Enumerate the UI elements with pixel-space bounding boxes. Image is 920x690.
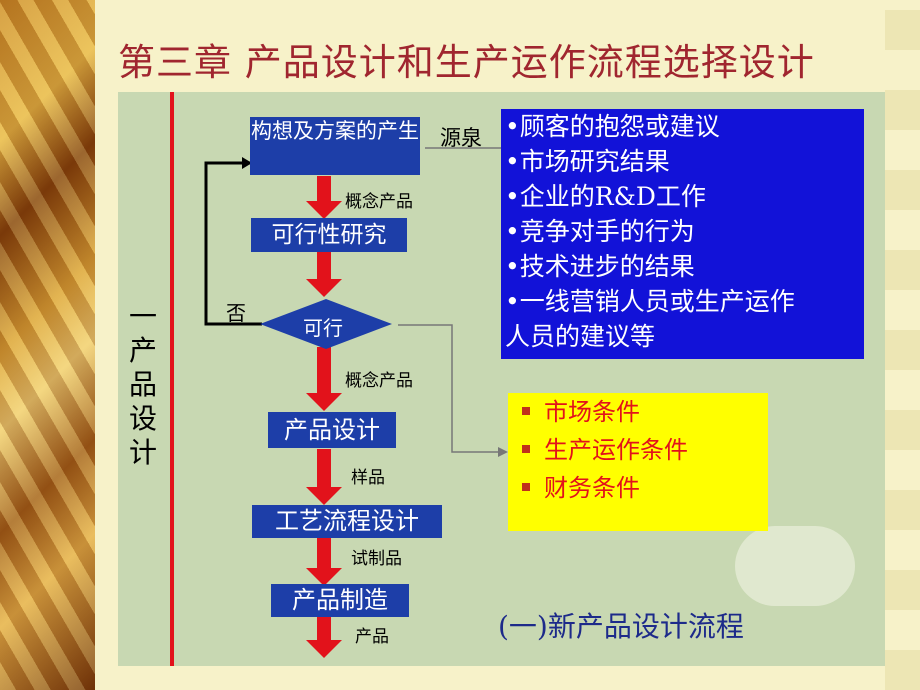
idea-source-item: 人员的建议等: [505, 322, 656, 351]
flow-step-ideation: 构想及方案的产生: [250, 117, 420, 175]
source-label: 源泉: [440, 126, 482, 150]
conditions-arrowhead: [498, 447, 508, 457]
decorative-left-strip: [0, 0, 95, 690]
flow-arrow-2: [306, 252, 342, 297]
condition-item: 财务条件: [508, 469, 768, 507]
idea-source-item: •企业的R&D工作: [505, 182, 706, 211]
decision-diamond: [260, 299, 392, 349]
flow-step-product-design: 产品设计: [268, 412, 396, 448]
square-bullet-icon: [522, 444, 530, 453]
idea-source-item: •顾客的抱怨或建议: [505, 112, 720, 141]
arrow-label-product: 产品: [355, 627, 389, 647]
feedback-arrowhead: [242, 157, 252, 169]
conditions-line: [398, 324, 503, 453]
decorative-right-strip: [885, 0, 920, 690]
flow-arrow-3: [306, 347, 342, 411]
idea-source-item: •竞争对手的行为: [505, 217, 695, 246]
no-label: 否: [226, 301, 246, 325]
flow-arrow-4: [306, 449, 342, 505]
flow-step-product-design-label: 产品设计: [284, 416, 380, 444]
flow-step-feasibility-label: 可行性研究: [271, 222, 387, 248]
arrow-label-sample: 样品: [351, 468, 385, 488]
flow-step-feasibility: 可行性研究: [251, 218, 407, 252]
square-bullet-icon: [522, 482, 530, 491]
idea-source-item: •市场研究结果: [505, 147, 670, 176]
square-bullet-icon: [522, 406, 530, 415]
condition-item: 生产运作条件: [508, 431, 768, 469]
arrow-label-concept-1: 概念产品: [345, 192, 413, 212]
flow-step-manufacturing: 产品制造: [271, 584, 409, 617]
arrow-label-trial: 试制品: [351, 549, 402, 569]
flow-step-process-design-label: 工艺流程设计: [275, 507, 419, 535]
flow-step-process-design: 工艺流程设计: [252, 505, 442, 538]
side-label: 一产品设计: [128, 300, 157, 469]
idea-source-item: •技术进步的结果: [505, 252, 695, 281]
condition-label: 市场条件: [544, 398, 640, 426]
panel-decoration: [735, 526, 855, 606]
flow-step-ideation-label: 构想及方案的产生: [251, 119, 419, 143]
idea-sources-list: •顾客的抱怨或建议 •市场研究结果 •企业的R&D工作 •竞争对手的行为 •技术…: [501, 109, 864, 359]
flow-arrow-6: [306, 615, 342, 658]
diagram-caption: (一)新产品设计流程: [498, 610, 744, 643]
flow-arrow-5: [306, 538, 342, 586]
condition-label: 财务条件: [544, 474, 640, 502]
feedback-loop-line: [204, 161, 262, 326]
condition-label: 生产运作条件: [544, 436, 688, 464]
idea-source-item: •一线营销人员或生产运作: [505, 287, 795, 316]
feasibility-conditions-list: 市场条件 生产运作条件 财务条件: [508, 393, 768, 531]
flow-step-manufacturing-label: 产品制造: [292, 586, 388, 614]
slide-title: 第三章 产品设计和生产运作流程选择设计: [118, 41, 815, 84]
arrow-label-concept-2: 概念产品: [345, 371, 413, 391]
condition-item: 市场条件: [508, 393, 768, 431]
vertical-divider: [170, 92, 174, 666]
red-flow-arrows: [306, 176, 342, 658]
decision-label: 可行: [303, 316, 343, 340]
flow-arrow-1: [306, 176, 342, 219]
